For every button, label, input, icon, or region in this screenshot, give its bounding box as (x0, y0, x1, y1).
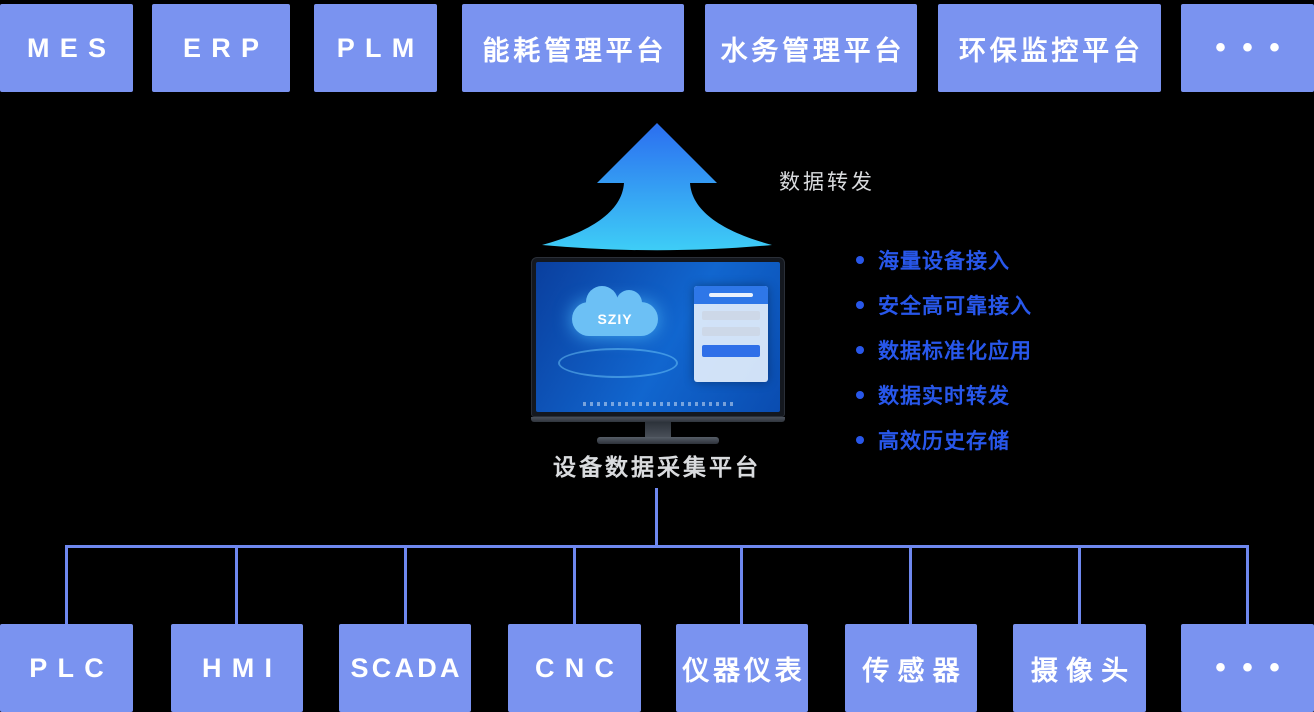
monitor-stand-neck (645, 422, 671, 437)
system-box-more: ••• (1181, 4, 1314, 92)
device-box-scada: SCADA (339, 624, 471, 712)
connector-drop-hmi (235, 545, 238, 624)
connector-drop-plc (65, 545, 68, 624)
monitor-chin (531, 417, 785, 422)
feature-label: 数据标准化应用 (878, 339, 1032, 363)
feature-label: 高效历史存储 (878, 429, 1010, 453)
device-box-label: 传感器 (862, 655, 968, 686)
data-forwarding-label: 数据转发 (779, 171, 875, 194)
device-box-more: ••• (1181, 624, 1314, 712)
monitor-screen: SZIY (536, 262, 780, 412)
connector-drop-cnc (573, 545, 576, 624)
login-panel (694, 286, 768, 382)
login-title-placeholder (709, 293, 753, 297)
feature-item: 安全高可靠接入 (856, 291, 1032, 318)
platform-title: 设备数据采集平台 (553, 454, 761, 480)
feature-item: 海量设备接入 (856, 246, 1032, 273)
platform-monitor: SZIY (531, 257, 785, 444)
device-box-cameras: 摄像头 (1013, 624, 1146, 712)
system-box-label: 水务管理平台 (720, 35, 906, 66)
system-box-energy-platform: 能耗管理平台 (462, 4, 684, 92)
system-box-label: MES (26, 32, 117, 63)
bullet-icon (856, 435, 864, 444)
system-box-plm: PLM (314, 4, 437, 92)
system-box-label: ERP (182, 32, 270, 63)
ellipsis-icon: ••• (1215, 651, 1297, 684)
system-box-label: 能耗管理平台 (482, 35, 668, 66)
system-box-erp: ERP (152, 4, 290, 92)
system-box-label: PLM (336, 32, 425, 63)
device-box-sensors: 传感器 (845, 624, 977, 712)
ellipsis-icon: ••• (1215, 31, 1297, 64)
connector-bus (65, 545, 1249, 548)
bullet-icon (856, 300, 864, 309)
cloud-icon: SZIY (572, 286, 658, 336)
upward-arrow-icon (542, 123, 772, 251)
device-box-label: PLC (29, 652, 115, 683)
bullet-icon (856, 390, 864, 399)
system-box-mes: MES (0, 4, 133, 92)
screen-footer-decoration (583, 402, 733, 406)
feature-label: 数据实时转发 (878, 384, 1010, 408)
bullet-icon (856, 255, 864, 264)
device-box-instruments: 仪器仪表 (676, 624, 808, 712)
feature-item: 数据标准化应用 (856, 336, 1032, 363)
glow-ring-decoration (558, 348, 678, 378)
device-box-label: 摄像头 (1030, 655, 1137, 686)
connector-drop-sensors (909, 545, 912, 624)
login-password-field (702, 327, 760, 336)
device-box-cnc: CNC (508, 624, 641, 712)
feature-label: 海量设备接入 (878, 249, 1010, 273)
bullet-icon (856, 345, 864, 354)
feature-item: 数据实时转发 (856, 381, 1032, 408)
connector-drop-more (1246, 545, 1249, 624)
cloud-logo-text: SZIY (597, 311, 633, 327)
device-box-label: CNC (534, 652, 625, 683)
feature-label: 安全高可靠接入 (878, 294, 1032, 318)
connector-drop-instruments (740, 545, 743, 624)
login-panel-header (694, 286, 768, 304)
device-box-label: SCADA (350, 652, 463, 683)
login-username-field (702, 311, 760, 320)
feature-list: 海量设备接入 安全高可靠接入 数据标准化应用 数据实时转发 高效历史存储 (856, 246, 1032, 471)
system-box-water-platform: 水务管理平台 (705, 4, 917, 92)
system-box-environment-platform: 环保监控平台 (938, 4, 1161, 92)
connector-stem (655, 488, 658, 547)
device-box-hmi: HMI (171, 624, 303, 712)
monitor-bezel: SZIY (531, 257, 785, 417)
device-box-plc: PLC (0, 624, 133, 712)
monitor-stand-base (597, 437, 719, 444)
login-button (702, 345, 760, 357)
system-box-label: 环保监控平台 (959, 35, 1144, 66)
connector-drop-scada (404, 545, 407, 624)
feature-item: 高效历史存储 (856, 426, 1032, 453)
device-box-label: HMI (201, 652, 283, 683)
connector-drop-cameras (1078, 545, 1081, 624)
device-box-label: 仪器仪表 (682, 655, 806, 686)
